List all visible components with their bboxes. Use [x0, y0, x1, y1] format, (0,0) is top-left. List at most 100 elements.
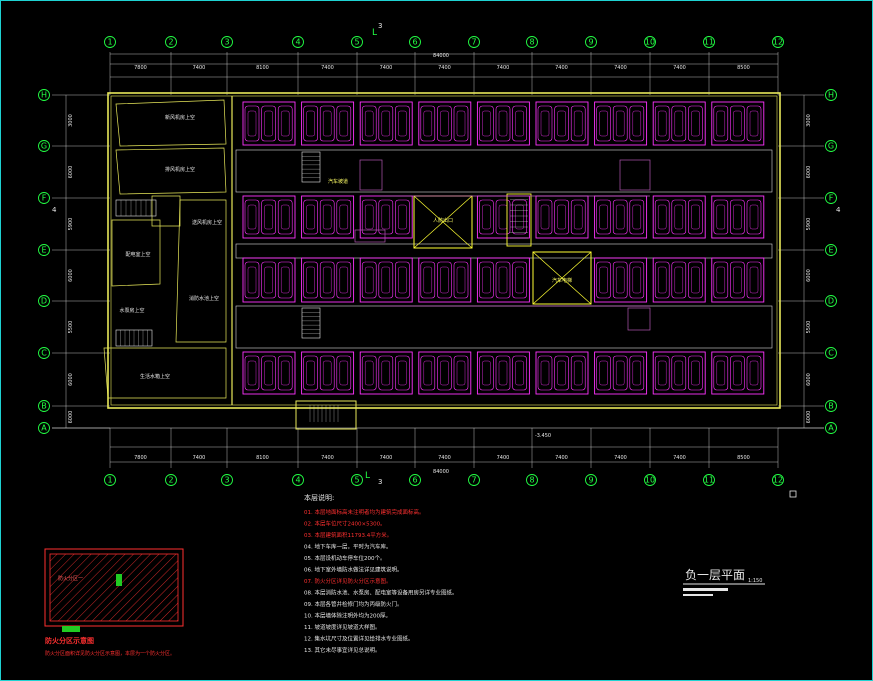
- parking-car: [674, 360, 683, 386]
- parking-car: [398, 204, 407, 230]
- parking-module: [711, 257, 765, 303]
- ramp-0: [301, 151, 321, 183]
- fire-zone-hatch: [49, 553, 179, 622]
- parking-space: [303, 199, 318, 235]
- axis-bubble-11: [703, 474, 715, 486]
- parking-module: [711, 195, 765, 239]
- dim-bottom-2: 8100: [256, 455, 269, 461]
- parking-car: [323, 360, 332, 386]
- shaft-1: [627, 307, 651, 331]
- parking-bays: [242, 101, 765, 395]
- parking-space: [319, 355, 335, 391]
- parking-space: [378, 355, 394, 391]
- parking-space: [570, 355, 586, 391]
- parking-space: [746, 199, 762, 235]
- parking-car: [716, 110, 725, 137]
- parking-car: [749, 360, 759, 386]
- parking-car: [398, 110, 407, 137]
- axis-label-7: 7: [471, 38, 476, 47]
- dim-bottom-7: 7400: [555, 455, 568, 461]
- plan-details: [301, 151, 651, 339]
- parking-space: [437, 355, 452, 391]
- parking-module: [652, 195, 706, 239]
- parking-car: [381, 266, 390, 294]
- axis-label-B: B: [828, 402, 834, 411]
- parking-car: [658, 204, 667, 230]
- parking-car: [306, 360, 315, 386]
- axis-bubble-10: [644, 474, 656, 486]
- parking-space: [244, 105, 260, 142]
- parking-car: [599, 204, 608, 230]
- parking-car: [540, 110, 550, 137]
- axis-bubble-9: [585, 474, 597, 486]
- parking-space: [612, 105, 628, 142]
- parking-space: [596, 261, 611, 299]
- parking-space: [395, 105, 410, 142]
- parking-module: [476, 257, 530, 303]
- parking-space: [495, 355, 511, 391]
- axis-bubble-5: [351, 36, 363, 48]
- parking-car: [456, 110, 466, 137]
- dim-side-5: 6000: [806, 373, 812, 386]
- parking-car: [482, 360, 491, 386]
- parking-car: [658, 266, 667, 294]
- axis-bubble-6: [409, 36, 421, 48]
- parking-space: [361, 105, 377, 142]
- parking-module: [594, 351, 648, 395]
- parking-module: [242, 101, 296, 146]
- parking-car: [247, 110, 257, 137]
- parking-car: [281, 266, 290, 294]
- dim-bottom-4: 7400: [380, 455, 393, 461]
- parking-space: [512, 261, 527, 299]
- parking-car: [281, 204, 290, 230]
- parking-space: [713, 355, 729, 391]
- parking-space: [512, 355, 527, 391]
- parking-car: [247, 204, 257, 230]
- core-box-1: [532, 251, 592, 305]
- parking-car: [658, 110, 667, 137]
- parking-space: [261, 355, 276, 391]
- parking-space: [730, 199, 745, 235]
- axis-label-9: 9: [588, 38, 593, 47]
- parking-space: [244, 261, 260, 299]
- core-diag: [532, 251, 592, 305]
- title-bar-2: [683, 594, 713, 596]
- dim-top-6: 7400: [497, 65, 510, 71]
- axis-bubble-12: [772, 474, 784, 486]
- notes-heading: 本层说明:: [304, 493, 334, 502]
- room-label-r4: 配电室上空: [125, 251, 150, 258]
- parking-car: [557, 204, 566, 230]
- parking-space: [713, 261, 729, 299]
- parking-car: [339, 204, 348, 230]
- parking-space: [319, 199, 335, 235]
- parking-space: [437, 105, 452, 142]
- parking-car: [540, 360, 550, 386]
- parking-space: [361, 199, 377, 235]
- axis-bubble-H: [38, 89, 50, 101]
- axis-label-G: G: [828, 142, 834, 151]
- axis-bubble-8: [526, 36, 538, 48]
- axis-label-F: F: [829, 194, 834, 203]
- parking-space: [730, 105, 745, 142]
- parking-module: [594, 101, 648, 146]
- axis-label-E: E: [828, 246, 833, 255]
- room-label-r2: 排风机房上空: [165, 166, 195, 173]
- parking-car: [716, 266, 725, 294]
- note-item-6: 07. 防火分区详见防火分区示意图。: [304, 577, 392, 585]
- dim-side-6: 6000: [68, 411, 74, 424]
- axis-label-H: H: [41, 91, 47, 100]
- axis-label-2: 2: [168, 476, 173, 485]
- ramp-label: 汽车坡道: [328, 178, 348, 185]
- cut-mark-top: L: [372, 28, 377, 38]
- parking-car: [365, 204, 374, 230]
- room-label-r5: 消防水池上空: [189, 295, 219, 302]
- parking-space: [537, 105, 553, 142]
- parking-car: [691, 110, 700, 137]
- parking-module: [301, 351, 355, 395]
- note-item-5: 06. 地下室外墙防水做法详见建筑说明。: [304, 566, 403, 574]
- parking-space: [554, 355, 569, 391]
- axis-bubble-D: [825, 295, 837, 307]
- dim-side-3: 6000: [68, 269, 74, 282]
- parking-car: [733, 266, 742, 294]
- parking-space: [437, 261, 452, 299]
